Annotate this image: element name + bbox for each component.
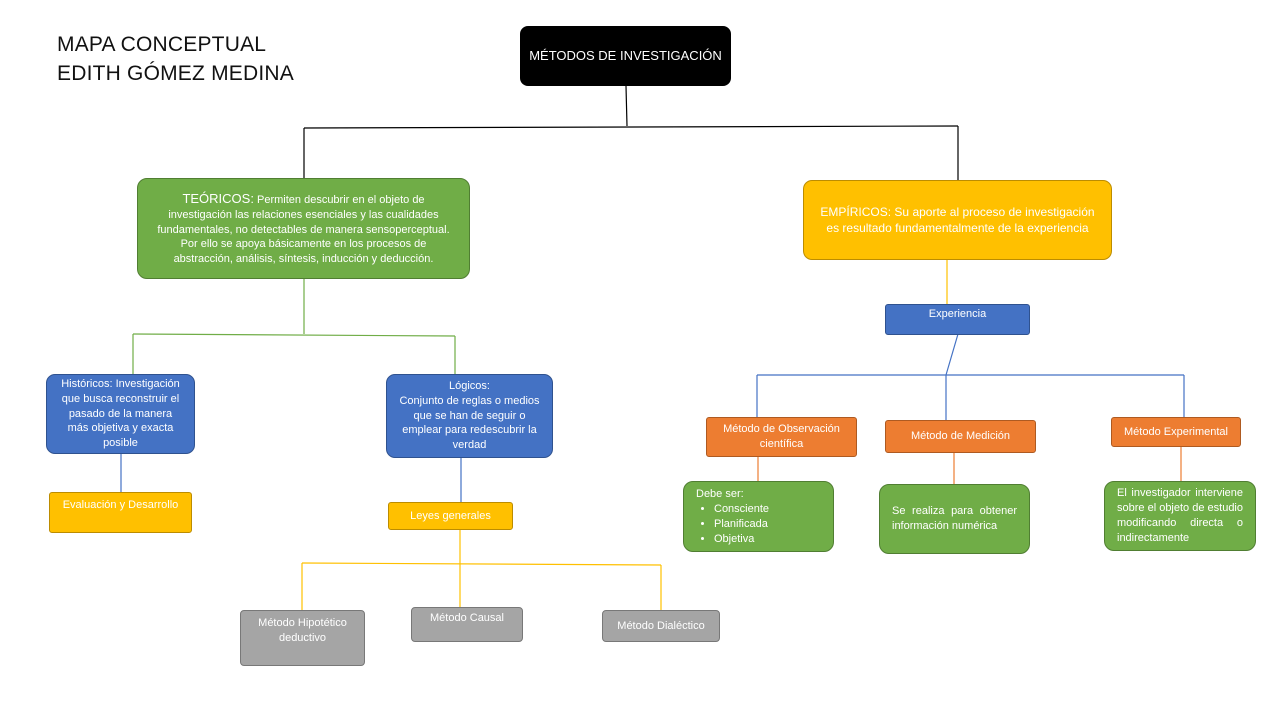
list-item: Objetiva bbox=[714, 532, 769, 547]
experiencia-label: Experiencia bbox=[928, 308, 987, 320]
node-historicos: Históricos: Investigación que busca reco… bbox=[46, 374, 195, 454]
medicion-label: Método de Medición bbox=[910, 430, 1011, 443]
node-medicion-detalle: Se realiza para obtener información numé… bbox=[879, 484, 1030, 554]
node-metodo-experimental: Método Experimental bbox=[1111, 417, 1241, 447]
node-experimental-detalle: El investigador interviene sobre el obje… bbox=[1104, 481, 1256, 551]
node-metodo-dialectico: Método Dialéctico bbox=[602, 610, 720, 642]
node-logicos: Lógicos: Conjunto de reglas o medios que… bbox=[386, 374, 553, 458]
method-label: Método Hipotético deductivo bbox=[258, 617, 347, 644]
experimental-label: Método Experimental bbox=[1124, 425, 1228, 438]
method-label: Método Causal bbox=[430, 612, 504, 624]
node-metodo-causal: Método Causal bbox=[411, 607, 523, 642]
logicos-description: Conjunto de reglas o medios que se han d… bbox=[399, 394, 540, 452]
root-node-metodos: MÉTODOS DE INVESTIGACIÓN bbox=[520, 26, 731, 86]
node-experiencia: Experiencia bbox=[885, 304, 1030, 335]
list-item: Planificada bbox=[714, 517, 769, 532]
empiricos-description: EMPÍRICOS: Su aporte al proceso de inves… bbox=[820, 204, 1095, 235]
experimental-detail: El investigador interviene sobre el obje… bbox=[1117, 487, 1243, 544]
node-leyes-generales: Leyes generales bbox=[388, 502, 513, 530]
teoricos-heading: TEÓRICOS: bbox=[182, 190, 254, 206]
observacion-intro: Debe ser: bbox=[696, 488, 744, 500]
node-metodo-hipotetico-deductivo: Método Hipotético deductivo bbox=[240, 610, 365, 666]
root-node-label: MÉTODOS DE INVESTIGACIÓN bbox=[529, 48, 722, 64]
medicion-detail: Se realiza para obtener información numé… bbox=[892, 505, 1017, 532]
method-label: Método Dialéctico bbox=[617, 619, 705, 632]
map-title: MAPA CONCEPTUAL bbox=[57, 33, 267, 56]
evaluacion-label: Evaluación y Desarrollo bbox=[62, 499, 179, 511]
historicos-description: Históricos: Investigación que busca reco… bbox=[61, 377, 180, 450]
logicos-title: Lógicos: bbox=[449, 379, 490, 392]
author-name: EDITH GÓMEZ MEDINA bbox=[57, 62, 294, 85]
list-item: Consciente bbox=[714, 502, 769, 517]
observacion-list: Consciente Planificada Objetiva bbox=[696, 502, 769, 547]
observacion-label: Método de Observación científica bbox=[723, 423, 840, 450]
node-empiricos: EMPÍRICOS: Su aporte al proceso de inves… bbox=[803, 180, 1112, 260]
node-teoricos: TEÓRICOS: Permiten descubrir en el objet… bbox=[137, 178, 470, 279]
node-metodo-medicion: Método de Medición bbox=[885, 420, 1036, 453]
node-metodo-observacion: Método de Observación científica bbox=[706, 417, 857, 457]
teoricos-description: Permiten descubrir en el objeto de inves… bbox=[157, 193, 450, 266]
node-observacion-detalle: Debe ser: Consciente Planificada Objetiv… bbox=[683, 481, 834, 552]
leyes-generales-label: Leyes generales bbox=[410, 509, 491, 522]
node-evaluacion-desarrollo: Evaluación y Desarrollo bbox=[49, 492, 192, 533]
